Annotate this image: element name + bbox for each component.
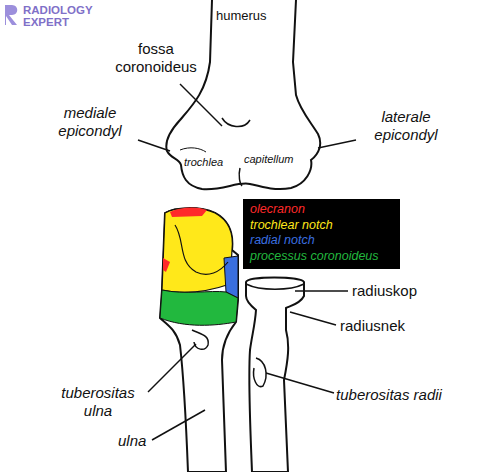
leader-line <box>266 373 334 393</box>
trochlear-notch-region <box>162 208 232 292</box>
olecranon-region <box>170 208 207 217</box>
trochlea-groove <box>239 168 242 186</box>
logo-mark <box>5 5 17 25</box>
legend-text: processus coronoideus <box>250 249 379 263</box>
legend-entry: radial notch <box>250 233 398 249</box>
olecranon-region <box>163 258 170 272</box>
condyle-line <box>180 148 206 152</box>
leader-line <box>295 290 348 292</box>
leader-line <box>318 140 356 148</box>
legend-color: olecranon <box>250 202 305 216</box>
part-label: capitellum <box>244 153 310 166</box>
bone-name: ulna <box>118 432 178 450</box>
notch-ridge <box>175 225 228 274</box>
part-label: laterale epicondyl <box>356 108 456 144</box>
ulna-bone <box>160 208 238 472</box>
leader-line <box>138 140 170 151</box>
radius-bone <box>246 278 304 472</box>
bone-name: humerus <box>216 8 286 24</box>
part-label: radiuskop <box>352 282 452 300</box>
part-label: mediale epicondyl <box>42 104 138 140</box>
radial-head-rim <box>246 284 304 289</box>
coronoid-fossa <box>222 118 250 127</box>
legend-text: radial notch <box>250 233 315 247</box>
part-label: trochlea <box>184 156 240 169</box>
legend-entry: processus coronoideus <box>250 249 398 265</box>
legend-box <box>243 199 400 269</box>
legend-text: trochlear notch <box>250 218 333 232</box>
leader-line <box>180 84 222 126</box>
leader-line <box>152 410 205 440</box>
legend-entry: olecranon <box>250 202 398 218</box>
legend-color: trochlear notch <box>250 218 333 232</box>
radial-tuberosity <box>254 358 267 387</box>
legend: olecranon trochlear notchradial notch proc… <box>250 202 398 264</box>
part-label: fossa coronoideus <box>104 40 208 76</box>
part-label: tuberositas radii <box>334 386 444 404</box>
legend-color: processus coronoideus <box>250 249 379 263</box>
part-label: tuberositas ulna <box>46 384 150 420</box>
legend-color: radial notch <box>250 233 315 247</box>
part-label: radiusnek <box>340 317 440 335</box>
humerus-bone <box>166 0 320 189</box>
legend-text: olecranon <box>250 202 305 216</box>
leader-line <box>290 312 336 325</box>
legend-entry: trochlear notch <box>250 218 398 234</box>
leader-line <box>148 344 196 392</box>
logo-watermark: RADIOLOGY EXPERT <box>23 4 97 28</box>
coronoid-process-region <box>160 290 238 325</box>
